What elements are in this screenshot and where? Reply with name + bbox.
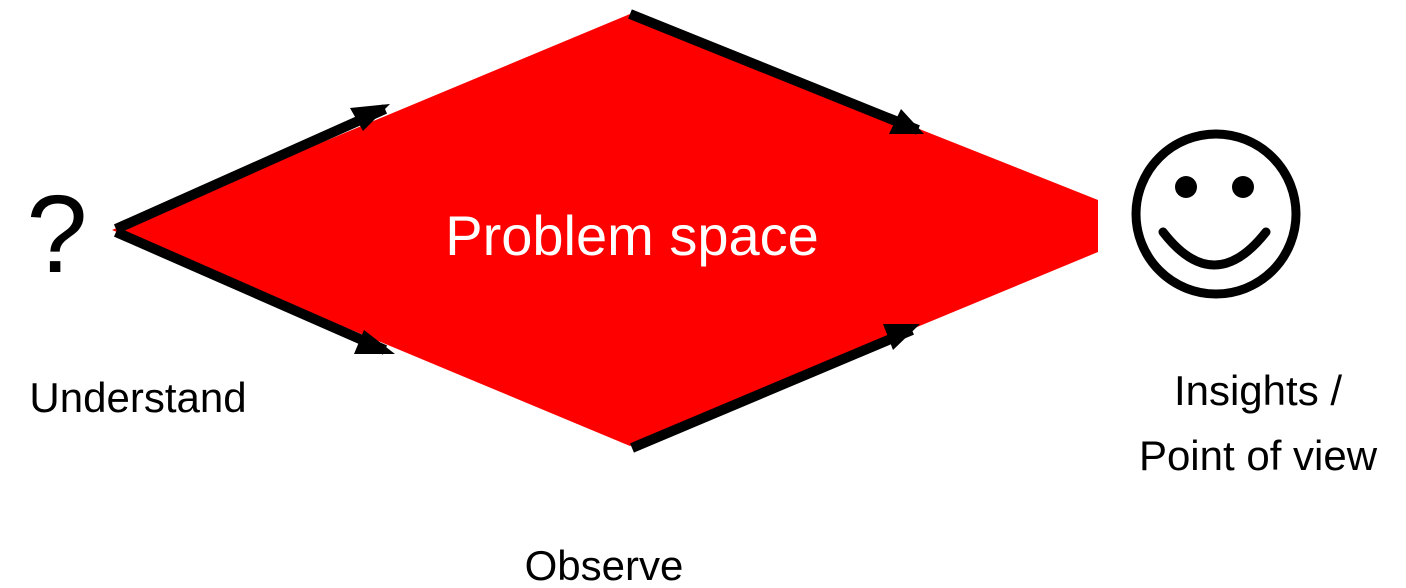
arrowhead-upper-right bbox=[889, 109, 924, 134]
question-mark-symbol: ? bbox=[26, 173, 87, 296]
arrow-upper-right bbox=[628, 9, 920, 135]
smiley-face-icon bbox=[1131, 129, 1301, 299]
insights-label-line2: Point of view bbox=[1139, 432, 1378, 479]
understand-label: Understand bbox=[29, 374, 246, 421]
arrowhead-upper-left bbox=[350, 104, 390, 131]
problem-space-label: Problem space bbox=[445, 204, 819, 267]
problem-space-shape bbox=[112, 14, 1098, 446]
arrow-lower-left bbox=[113, 227, 388, 355]
observe-label: Observe bbox=[525, 542, 684, 588]
insights-label-line1: Insights / bbox=[1174, 367, 1342, 414]
arrowhead-lower-right bbox=[883, 324, 920, 350]
arrowhead-lower-left bbox=[354, 330, 395, 354]
arrow-lower-right bbox=[630, 325, 914, 453]
arrow-upper-left bbox=[113, 104, 388, 234]
